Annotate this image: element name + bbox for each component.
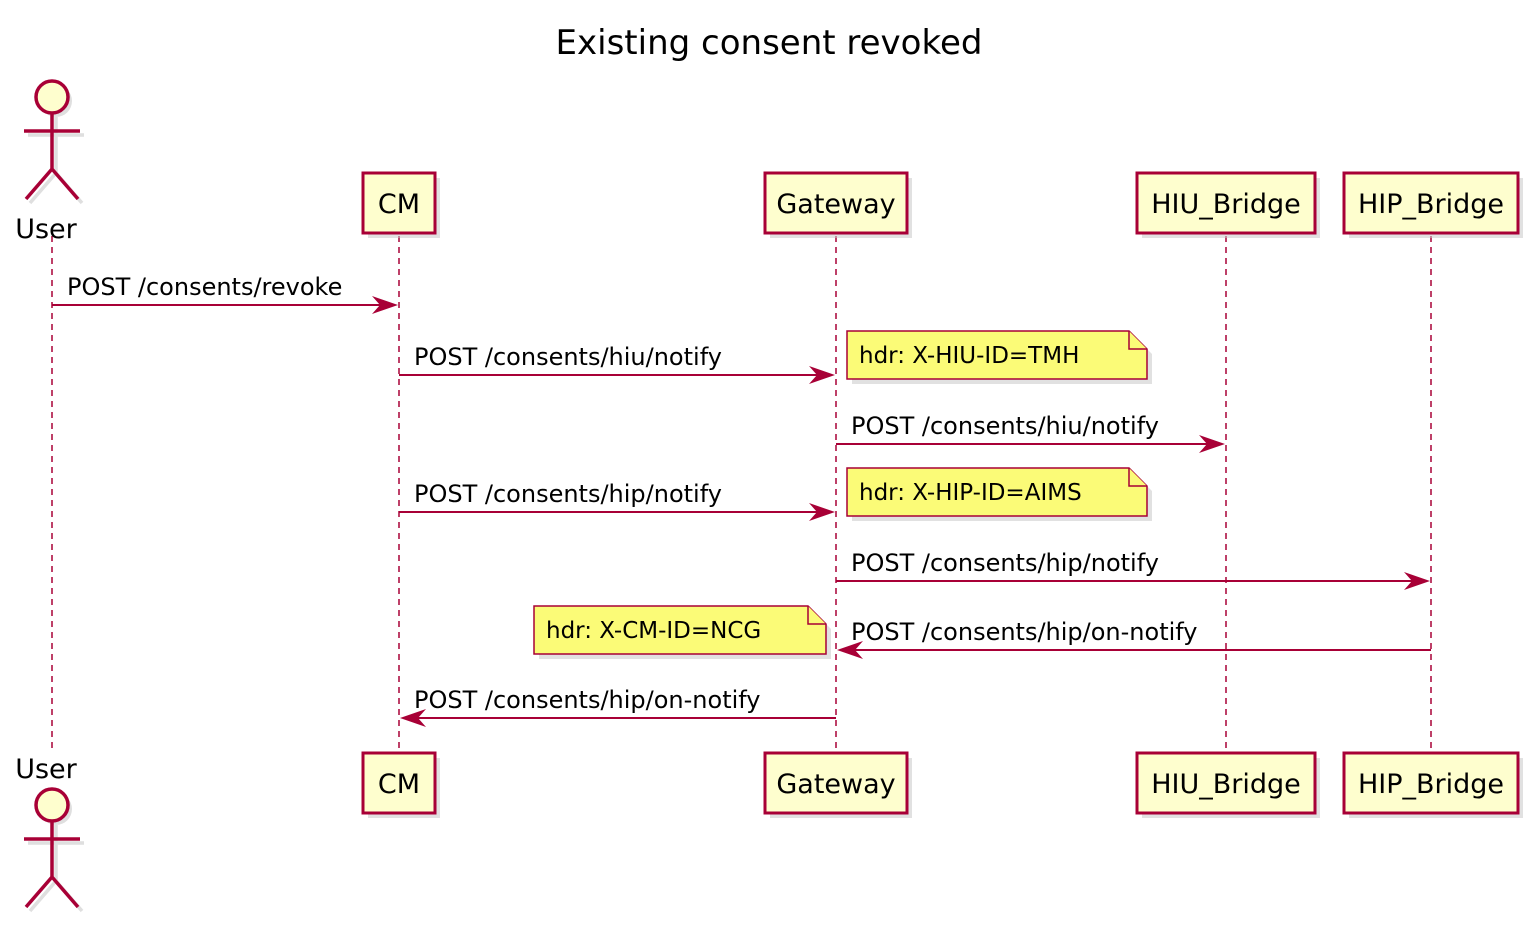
message-label: POST /consents/hiu/notify [851, 412, 1159, 440]
arrowhead [837, 641, 863, 659]
message-label: POST /consents/hip/on-notify [414, 686, 761, 714]
actor-head [34, 787, 70, 823]
arrowhead [809, 503, 835, 521]
actor-body [24, 821, 80, 909]
participant-bottom-gateway: Gateway [763, 751, 912, 818]
message-label: POST /consents/revoke [67, 273, 342, 301]
note-fold [1128, 331, 1147, 350]
diagram-title: Existing consent revoked [556, 23, 983, 63]
participant-top-cm: CM [361, 171, 440, 238]
actor-top-user [24, 79, 84, 205]
participant-top-gateway: Gateway [763, 171, 912, 238]
actor-label-top: User [15, 214, 77, 245]
participant-label: HIP_Bridge [1358, 189, 1504, 220]
note-text: hdr: X-HIU-ID=TMH [859, 343, 1079, 369]
message-3: POST /consents/hiu/notify [836, 412, 1225, 453]
message-1: POST /consents/revoke [52, 273, 398, 314]
participant-label: Gateway [776, 769, 895, 800]
participant-bottom-hip_bridge: HIP_Bridge [1342, 751, 1523, 818]
message-4: POST /consents/hip/notify [399, 480, 835, 521]
message-2: POST /consents/hiu/notify [399, 343, 835, 384]
lifelines [51, 236, 1432, 753]
actor-body-shadow [28, 825, 84, 913]
note-fold [1128, 468, 1147, 487]
message-label: POST /consents/hip/notify [414, 480, 722, 508]
participant-box [1135, 171, 1317, 235]
arrowhead [400, 709, 426, 727]
participant-top-hiu_bridge: HIU_Bridge [1135, 171, 1320, 238]
message-7: POST /consents/hip/on-notify [400, 686, 836, 727]
participant-label: CM [378, 769, 420, 800]
participant-box [1342, 171, 1520, 235]
arrowhead [1404, 572, 1430, 590]
arrowhead [372, 296, 398, 314]
note-body [533, 605, 827, 655]
note-body [846, 330, 1148, 380]
participant-top-hip_bridge: HIP_Bridge [1342, 171, 1523, 238]
note-text: hdr: X-HIP-ID=AIMS [859, 480, 1082, 506]
participant-box [763, 751, 909, 815]
actor-head [34, 79, 70, 115]
participant-label: HIU_Bridge [1151, 189, 1301, 220]
message-6: POST /consents/hip/on-notify [837, 618, 1431, 659]
note-3: hdr: X-CM-ID=NCG [533, 605, 831, 659]
actor-label-bottom: User [15, 754, 77, 785]
arrowhead [1199, 435, 1225, 453]
participant-box [361, 171, 437, 235]
message-label: POST /consents/hip/notify [851, 549, 1159, 577]
participant-label: HIP_Bridge [1358, 769, 1504, 800]
actor-body-shadow [28, 117, 84, 205]
note-text: hdr: X-CM-ID=NCG [546, 618, 761, 644]
note-body [846, 467, 1148, 517]
participant-label: CM [378, 189, 420, 220]
participant-label: HIU_Bridge [1151, 769, 1301, 800]
message-5: POST /consents/hip/notify [836, 549, 1430, 590]
notes: hdr: X-HIU-ID=TMH hdr: X-HIP-ID=AIMS hdr: … [533, 330, 1152, 659]
participant-box [361, 751, 437, 815]
note-1: hdr: X-HIU-ID=TMH [846, 330, 1152, 384]
participant-box [1135, 751, 1317, 815]
note-2: hdr: X-HIP-ID=AIMS [846, 467, 1152, 521]
participant-bottom-hiu_bridge: HIU_Bridge [1135, 751, 1320, 818]
actor-body [24, 113, 80, 201]
note-fold [807, 606, 826, 625]
participant-bottom-cm: CM [361, 751, 440, 818]
arrowhead [809, 366, 835, 384]
participant-label: Gateway [776, 189, 895, 220]
actor-bottom-user [24, 787, 84, 913]
participant-box [1342, 751, 1520, 815]
participant-box [763, 171, 909, 235]
participants: UserUserCMCMGatewayGatewayHIU_BridgeHIU_… [15, 79, 1523, 913]
message-label: POST /consents/hip/on-notify [851, 618, 1198, 646]
message-label: POST /consents/hiu/notify [414, 343, 722, 371]
